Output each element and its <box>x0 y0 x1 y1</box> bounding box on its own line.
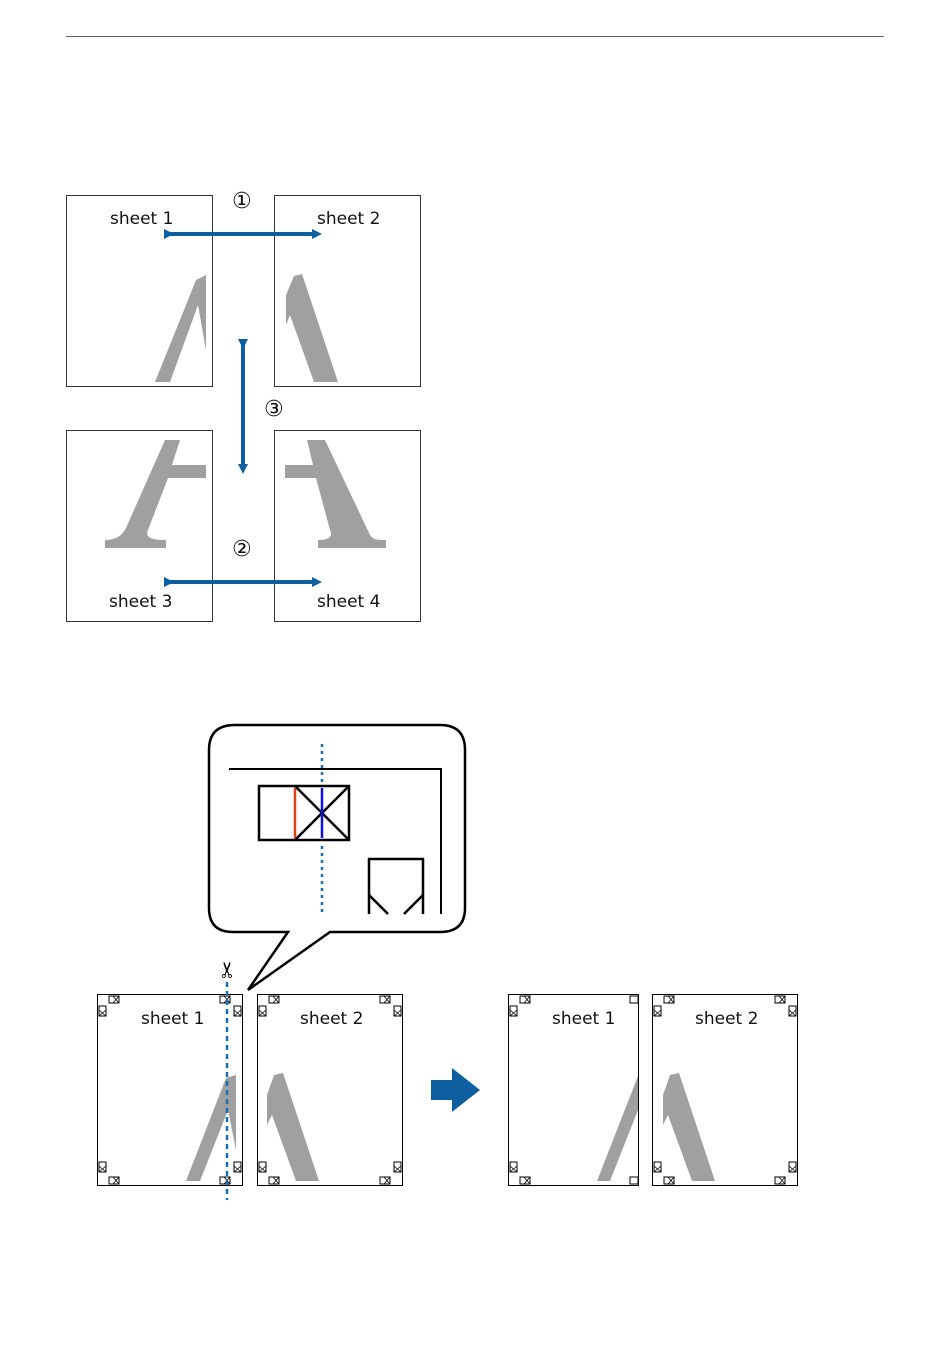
sheet-2-label: sheet 2 <box>317 209 380 229</box>
letter-fragment <box>155 275 206 382</box>
step-marker-1: ① <box>232 189 252 214</box>
sheet-4-panel: sheet 4 <box>274 430 421 622</box>
scissors-icon: ✂ <box>216 961 241 979</box>
after-sheet-1: sheet 1 <box>508 994 639 1186</box>
sheet-3-label: sheet 3 <box>109 592 172 612</box>
step-marker-3: ③ <box>264 397 284 422</box>
after-sheet-2-label: sheet 2 <box>695 1009 758 1029</box>
letter-fragment <box>286 274 338 382</box>
figure-1: sheet 1 sheet 2 sheet 3 sheet 4 ① ③ ② <box>66 189 421 622</box>
sheet-1-label: sheet 1 <box>110 209 173 229</box>
header-rule <box>66 36 884 37</box>
before-sheet-1-label: sheet 1 <box>141 1009 204 1029</box>
sheet-4-label: sheet 4 <box>317 592 380 612</box>
sheet-1-panel: sheet 1 <box>66 195 213 387</box>
proceed-arrow-icon <box>431 1068 480 1112</box>
letter-fragment <box>105 440 206 548</box>
zoom-callout <box>207 723 467 992</box>
figure-2: ✂ sheet 1 sheet 2 <box>97 723 798 1200</box>
after-sheet-2: sheet 2 <box>652 994 798 1186</box>
sheet-2-panel: sheet 2 <box>274 195 421 387</box>
after-sheet-1-label: sheet 1 <box>552 1009 615 1029</box>
before-sheet-2-label: sheet 2 <box>300 1009 363 1029</box>
before-sheet-2: sheet 2 <box>257 994 403 1186</box>
before-sheet-1: sheet 1 <box>97 994 243 1186</box>
letter-fragment <box>285 440 386 548</box>
step-marker-2: ② <box>232 537 252 562</box>
sheet-3-panel: sheet 3 <box>66 430 213 622</box>
